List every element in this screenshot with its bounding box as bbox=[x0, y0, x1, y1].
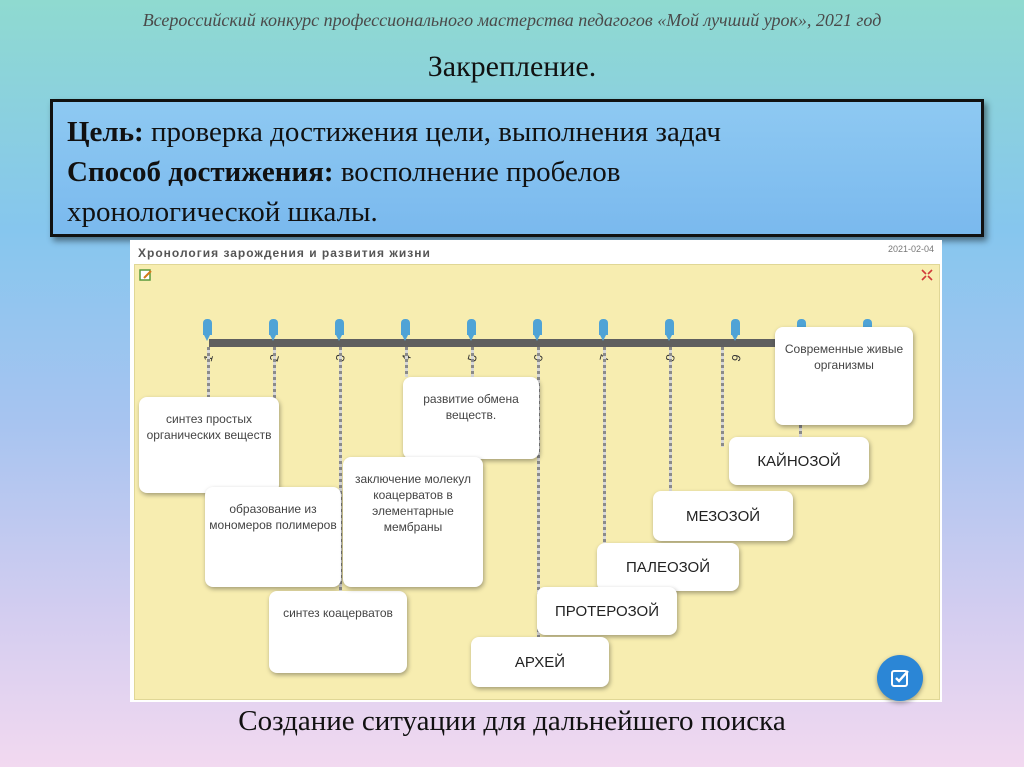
edit-icon[interactable] bbox=[139, 269, 153, 283]
pin-7[interactable] bbox=[599, 319, 608, 341]
app-header: Хронология зарождения и развития жизни 2… bbox=[134, 242, 938, 262]
card-label: ПАЛЕОЗОЙ bbox=[626, 558, 710, 576]
card-label: КАЙНОЗОЙ bbox=[757, 452, 841, 470]
card-polymers[interactable]: образование из мономеров полимеров bbox=[205, 487, 341, 587]
pin-9[interactable] bbox=[731, 319, 740, 341]
card-proterozoic[interactable]: ПРОТЕРОЗОЙ bbox=[537, 587, 677, 635]
card-archean[interactable]: АРХЕЙ bbox=[471, 637, 609, 687]
rope-7 bbox=[603, 347, 606, 545]
timeline-board: 1 2 3 4 5 6 7 8 9 синтез простых органич… bbox=[134, 264, 940, 701]
pin-2[interactable] bbox=[269, 319, 278, 341]
timeline-axis bbox=[209, 339, 809, 347]
card-cenozoic[interactable]: КАЙНОЗОЙ bbox=[729, 437, 869, 485]
card-paleozoic[interactable]: ПАЛЕОЗОЙ bbox=[597, 543, 739, 591]
rope-9 bbox=[721, 347, 724, 447]
expand-icon[interactable] bbox=[921, 269, 933, 281]
card-organic-synthesis[interactable]: синтез простых органических веществ bbox=[139, 397, 279, 493]
contest-header: Всероссийский конкурс профессионального … bbox=[142, 10, 882, 30]
method-line-2: хронологической шкалы. bbox=[67, 196, 378, 228]
method-text: восполнение пробелов bbox=[333, 156, 621, 188]
goal-line: Цель: проверка достижения цели, выполнен… bbox=[67, 112, 967, 152]
pin-3[interactable] bbox=[335, 319, 344, 341]
pin-5[interactable] bbox=[467, 319, 476, 341]
goal-label: Цель: bbox=[67, 116, 144, 148]
card-label: заключение молекул коацерватов в элемент… bbox=[354, 472, 472, 534]
card-label: синтез коацерватов bbox=[283, 606, 393, 620]
check-icon bbox=[891, 670, 909, 687]
card-label: АРХЕЙ bbox=[514, 653, 566, 671]
check-button[interactable] bbox=[877, 655, 923, 701]
rope-1 bbox=[207, 347, 210, 397]
card-label: развитие обмена веществ. bbox=[423, 392, 519, 422]
app-title: Хронология зарождения и развития жизни bbox=[138, 246, 431, 260]
method-line: Способ достижения: восполнение пробелов bbox=[67, 152, 967, 192]
card-mesozoic[interactable]: МЕЗОЗОЙ bbox=[653, 491, 793, 541]
pin-8[interactable] bbox=[665, 319, 674, 341]
rope-8 bbox=[669, 347, 672, 495]
app-screenshot: Хронология зарождения и развития жизни 2… bbox=[130, 240, 942, 702]
app-date: 2021-02-04 bbox=[887, 244, 934, 254]
slide-subtitle: Создание ситуации для дальнейшего поиска bbox=[238, 705, 786, 737]
card-label: Современные живые организмы bbox=[784, 342, 904, 372]
card-label: ПРОТЕРОЗОЙ bbox=[555, 602, 659, 620]
rope-6 bbox=[537, 347, 540, 637]
rope-4 bbox=[405, 347, 408, 377]
rope-10 bbox=[799, 425, 802, 441]
card-label: образование из мономеров полимеров bbox=[209, 502, 337, 532]
pin-6[interactable] bbox=[533, 319, 542, 341]
card-label: синтез простых органических веществ bbox=[146, 412, 272, 442]
tick-number-9: 9 bbox=[728, 352, 744, 364]
card-modern-organisms[interactable]: Современные живые организмы bbox=[775, 327, 913, 425]
card-coacervates[interactable]: синтез коацерватов bbox=[269, 591, 407, 673]
slide-title: Закрепление. bbox=[427, 50, 597, 83]
goal-text: проверка достижения цели, выполнения зад… bbox=[143, 116, 721, 148]
card-metabolism[interactable]: развитие обмена веществ. bbox=[403, 377, 539, 459]
card-label: МЕЗОЗОЙ bbox=[685, 507, 761, 525]
rope-3 bbox=[339, 347, 342, 597]
pin-1[interactable] bbox=[203, 319, 212, 341]
method-label: Способ достижения: bbox=[67, 156, 334, 188]
pin-4[interactable] bbox=[401, 319, 410, 341]
goal-box: Цель: проверка достижения цели, выполнен… bbox=[50, 99, 984, 237]
card-membranes[interactable]: заключение молекул коацерватов в элемент… bbox=[343, 457, 483, 587]
